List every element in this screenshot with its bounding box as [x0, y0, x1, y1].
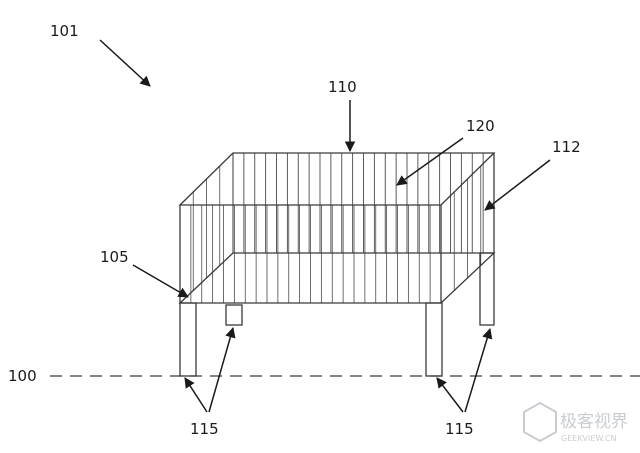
leg-back-left: [225, 304, 243, 326]
cage-structure: [178, 152, 496, 304]
leg-front-left: [179, 302, 197, 377]
label-112: 112: [552, 138, 581, 156]
arrow-105: [132, 264, 189, 298]
arrow-101: [99, 39, 151, 87]
label-115-right: 115: [445, 420, 474, 438]
arrow-115-right-b: [464, 327, 493, 413]
label-100: 100: [8, 367, 37, 385]
vertical-bars: [190, 153, 484, 303]
watermark-text-en: GEEKVIEW.CN: [561, 434, 617, 443]
leg-back-right: [479, 252, 495, 326]
leader-arrows: [99, 39, 551, 413]
top-frame: [178, 152, 496, 206]
arrow-115-left-a: [184, 377, 208, 413]
arrow-115-left-b: [208, 326, 236, 413]
label-115-left: 115: [190, 420, 219, 438]
arrow-120: [396, 137, 464, 186]
arrow-112: [484, 159, 551, 211]
watermark: 极客视界 GEEKVIEW.CN: [523, 401, 628, 443]
arrow-115-right-a: [436, 377, 464, 413]
label-105: 105: [100, 248, 129, 266]
watermark-text-cn: 极客视界: [560, 412, 628, 432]
label-120: 120: [466, 117, 495, 135]
label-101: 101: [50, 22, 79, 40]
label-110: 110: [328, 78, 357, 96]
bottom-frame: [178, 252, 496, 304]
leg-front-right: [425, 302, 443, 377]
watermark-logo-icon: [523, 401, 557, 443]
legs: [179, 252, 495, 377]
